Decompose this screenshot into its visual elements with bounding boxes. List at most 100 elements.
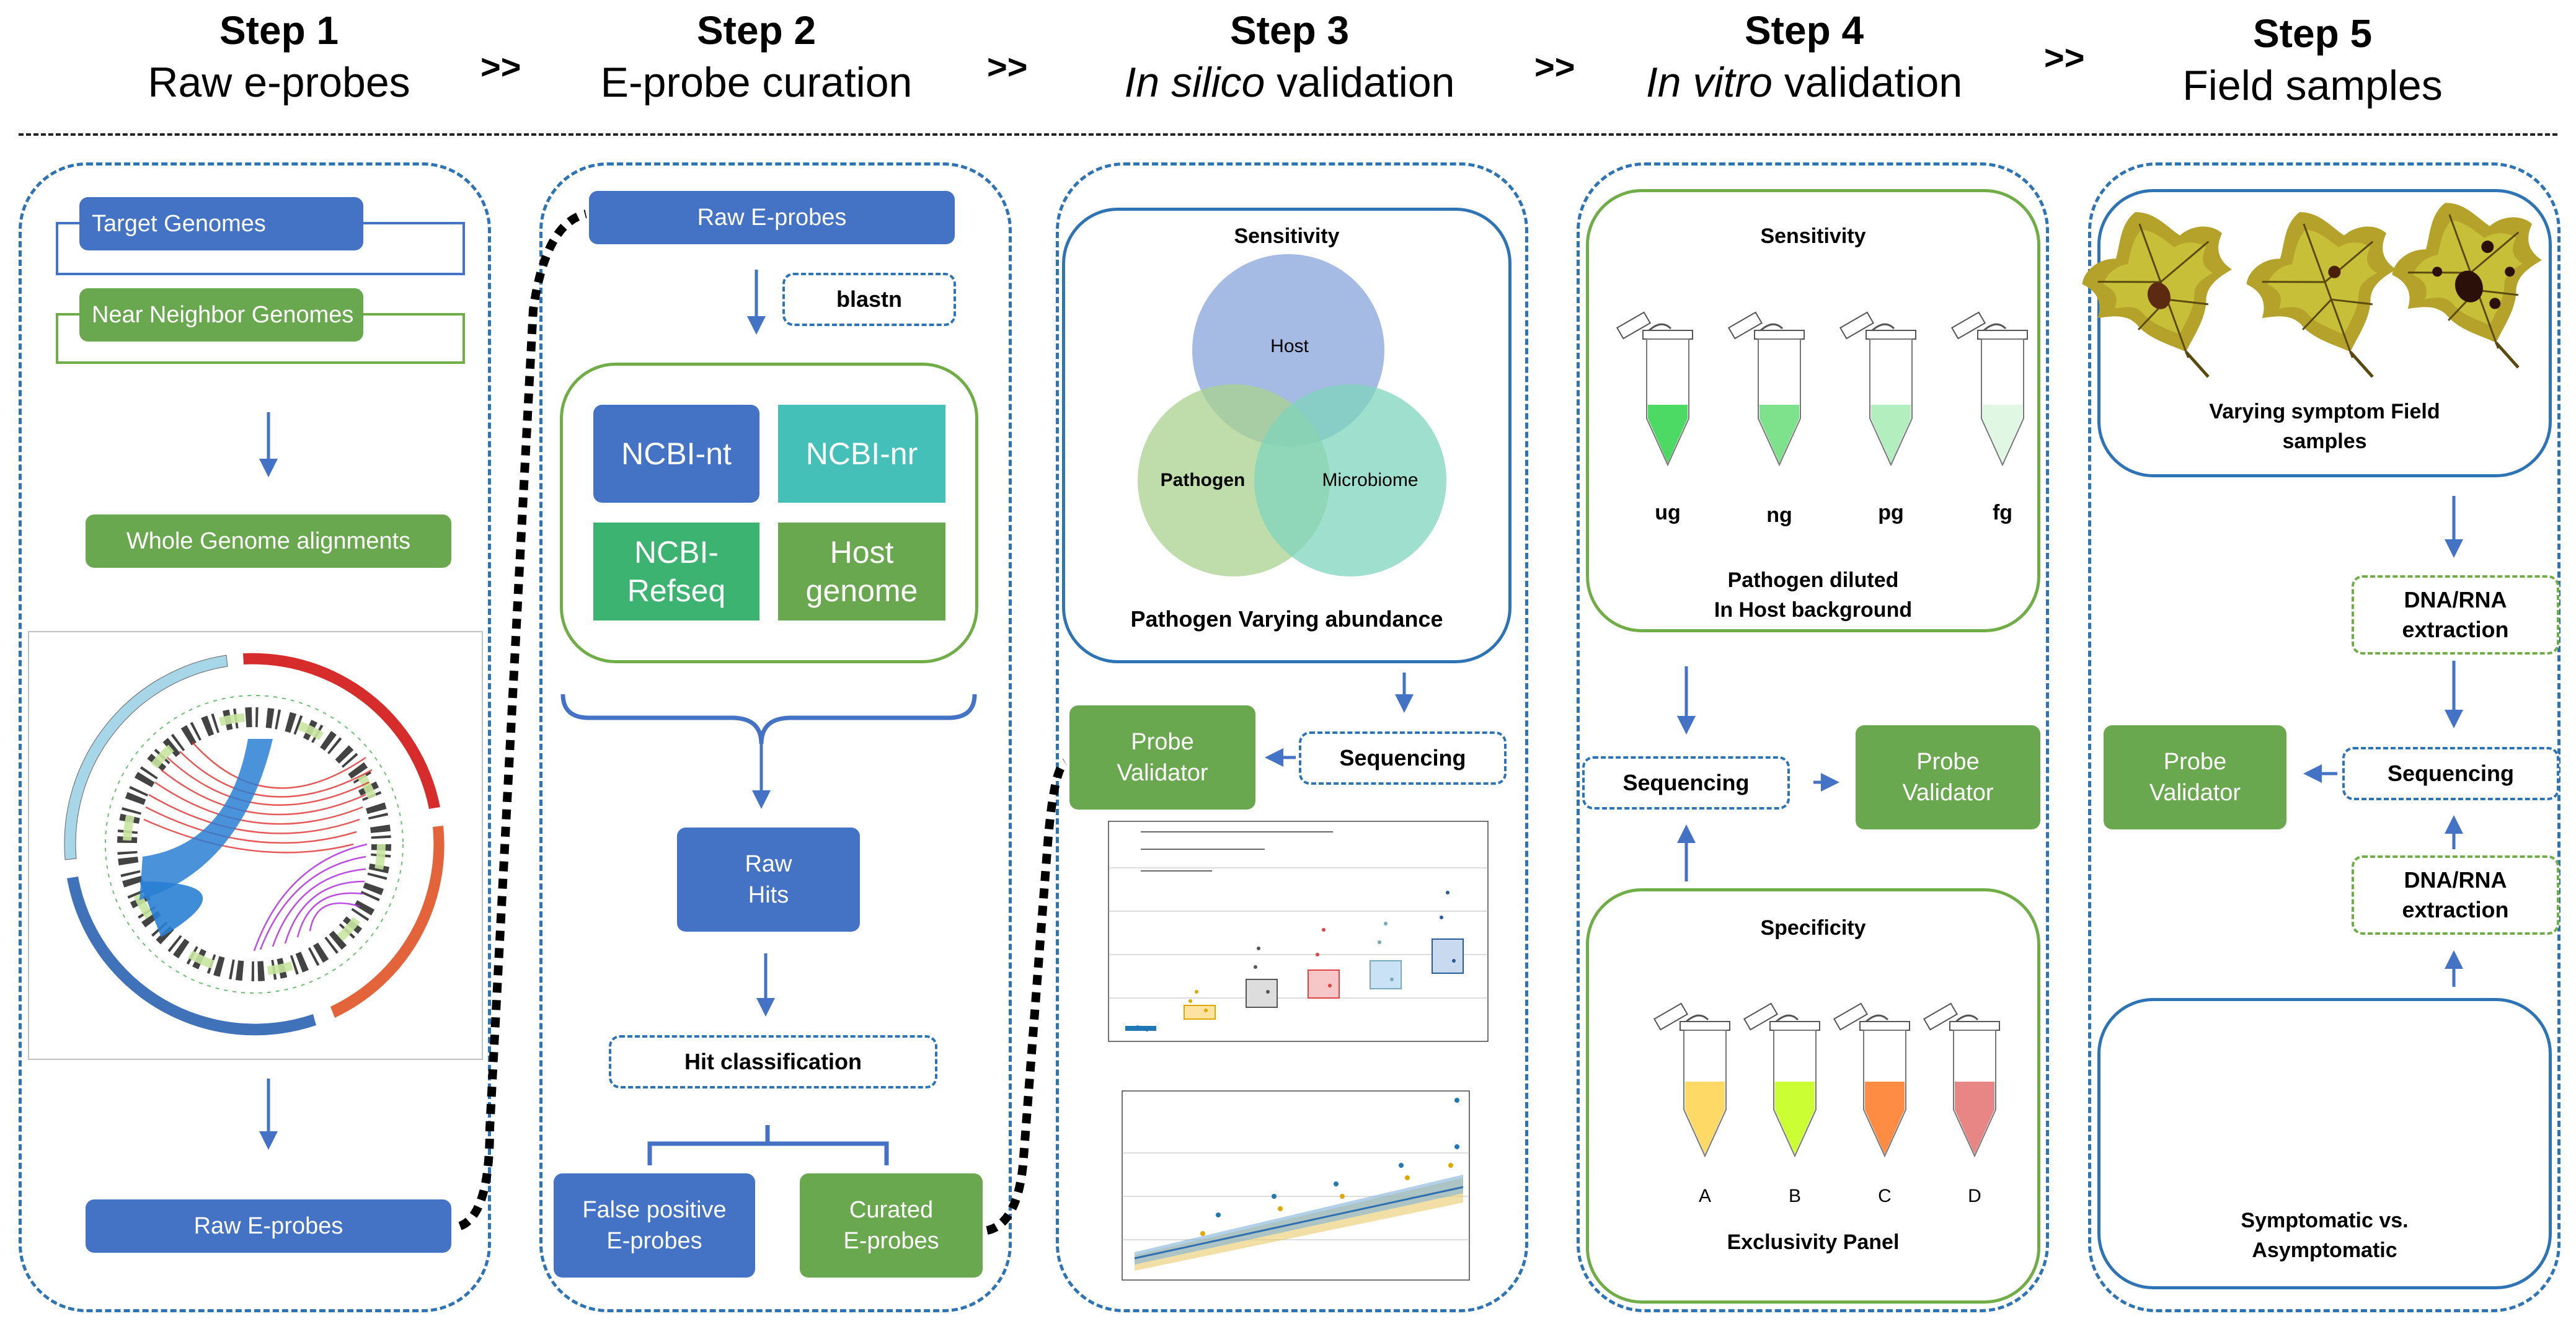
header-divider xyxy=(19,133,2557,136)
separator-2: >> xyxy=(987,47,1028,86)
circos-plot-frame xyxy=(28,631,483,1060)
step5-panel xyxy=(2088,162,2561,1312)
raw-hits-box: Raw Hits xyxy=(677,828,860,932)
pathogen-diluted-label: Pathogen diluted In Host background xyxy=(1586,565,2040,625)
separator-1: >> xyxy=(480,47,521,86)
step5-number: Step 5 xyxy=(2252,11,2373,56)
pathogen-diluted-line1: Pathogen diluted xyxy=(1727,568,1899,592)
panel-letter-b: B xyxy=(1788,1186,1801,1206)
panel-letter-c: C xyxy=(1878,1186,1892,1206)
venn-microbiome-label: Microbiome xyxy=(1322,470,1419,490)
specificity-label: Specificity xyxy=(1760,916,1866,940)
host-genome-box: Host genome xyxy=(778,523,945,620)
step3-title: Step 3 In silico validation xyxy=(1011,6,1569,110)
step4-subtitle: In vitro validation xyxy=(1645,59,1963,106)
boxplot-chart xyxy=(1108,821,1489,1042)
symptomatic-line2: Asymptomatic xyxy=(2252,1238,2397,1262)
dna-top-line2: extraction xyxy=(2402,617,2509,642)
step1-subtitle: Raw e-probes xyxy=(148,59,410,106)
symptomatic-label: Symptomatic vs. Asymptomatic xyxy=(2097,1206,2552,1265)
unit-ug: ug xyxy=(1655,501,1681,524)
near-bracket-left xyxy=(56,313,58,364)
step2-number: Step 2 xyxy=(696,8,817,53)
step4-probe-validator-box: Probe Validator xyxy=(1856,725,2040,829)
step2-raw-eprobes-box: Raw E-probes xyxy=(589,191,955,244)
field-samples-line2: samples xyxy=(2282,430,2367,453)
curated-line2: E-probes xyxy=(843,1228,939,1254)
step5-validator-line1: Probe xyxy=(2163,749,2227,775)
step3-sequencing-box: Sequencing xyxy=(1299,731,1507,785)
panel-letter-d: D xyxy=(1968,1186,1981,1206)
target-bracket-left xyxy=(56,222,58,275)
near-neighbor-genomes-box: Near Neighbor Genomes xyxy=(79,288,363,342)
field-samples-line1: Varying symptom Field xyxy=(2209,400,2440,423)
dna-rna-extraction-top-box: DNA/RNA extraction xyxy=(2352,575,2559,655)
ncbi-refseq-line2: Refseq xyxy=(627,573,726,608)
step5-probe-validator-box: Probe Validator xyxy=(2104,725,2286,829)
ncbi-nt-box: NCBI-nt xyxy=(593,405,759,503)
step4-validator-line1: Probe xyxy=(1916,749,1980,775)
step3-validator-line2: Validator xyxy=(1117,760,1208,786)
step1-title: Step 1 Raw e-probes xyxy=(0,6,558,110)
false-positive-eprobes-box: False positive E-probes xyxy=(554,1173,755,1278)
field-samples-label: Varying symptom Field samples xyxy=(2097,397,2552,456)
target-genomes-box: Target Genomes xyxy=(79,197,363,250)
step5-sequencing-box: Sequencing xyxy=(2342,747,2559,800)
host-genome-line2: genome xyxy=(805,573,918,608)
scatter-chart xyxy=(1122,1090,1470,1281)
dna-bottom-line2: extraction xyxy=(2402,897,2509,922)
unit-ng: ng xyxy=(1766,503,1792,527)
venn-pathogen-label: Pathogen xyxy=(1160,470,1246,490)
blastn-box: blastn xyxy=(782,273,956,326)
dna-rna-extraction-bottom-box: DNA/RNA extraction xyxy=(2352,855,2559,935)
step3-sensitivity-label: Sensitivity xyxy=(1234,224,1340,248)
step2-panel xyxy=(539,162,1012,1312)
step4-sensitivity-label: Sensitivity xyxy=(1760,224,1866,248)
step5-subtitle: Field samples xyxy=(2182,62,2443,109)
step3-panel xyxy=(1056,162,1528,1312)
separator-4: >> xyxy=(2044,38,2085,77)
whole-genome-alignments-box: Whole Genome alignments xyxy=(86,514,451,568)
ncbi-refseq-box: NCBI- Refseq xyxy=(593,523,759,620)
false-positive-line2: E-probes xyxy=(606,1228,702,1254)
step4-title: Step 4 In vitro validation xyxy=(1525,6,2083,110)
dna-bottom-line1: DNA/RNA xyxy=(2404,867,2507,893)
panel-letter-a: A xyxy=(1698,1186,1711,1206)
unit-pg: pg xyxy=(1878,501,1904,524)
raw-hits-line2: Hits xyxy=(748,882,789,908)
step1-raw-eprobes-box: Raw E-probes xyxy=(86,1199,451,1253)
step3-number: Step 3 xyxy=(1229,8,1350,53)
raw-hits-line1: Raw xyxy=(745,851,792,877)
dna-top-line1: DNA/RNA xyxy=(2404,587,2507,612)
step1-panel xyxy=(19,162,491,1312)
separator-3: >> xyxy=(1534,47,1575,86)
exclusivity-panel-label: Exclusivity Panel xyxy=(1727,1230,1900,1254)
step2-title: Step 2 E-probe curation xyxy=(477,6,1035,110)
step5-validator-line2: Validator xyxy=(2149,780,2241,806)
symptomatic-line1: Symptomatic vs. xyxy=(2241,1209,2409,1232)
step3-validator-line1: Probe xyxy=(1131,729,1194,755)
step1-number: Step 1 xyxy=(219,8,339,53)
pathogen-varying-abundance-label: Pathogen Varying abundance xyxy=(1130,606,1443,632)
step4-validator-line2: Validator xyxy=(1902,780,1994,806)
unit-fg: fg xyxy=(1992,501,2013,524)
step4-panel xyxy=(1577,162,2049,1312)
host-genome-line1: Host xyxy=(830,535,894,570)
step4-sequencing-box: Sequencing xyxy=(1582,756,1790,810)
step2-subtitle: E-probe curation xyxy=(600,59,913,106)
step3-subtitle: In silico validation xyxy=(1124,59,1455,106)
ncbi-refseq-line1: NCBI- xyxy=(634,535,719,570)
curated-eprobes-box: Curated E-probes xyxy=(800,1173,983,1278)
curated-line1: Curated xyxy=(849,1197,934,1223)
step5-title: Step 5 Field samples xyxy=(2034,9,2576,113)
step4-number: Step 4 xyxy=(1744,8,1864,53)
venn-host-label: Host xyxy=(1270,336,1309,356)
false-positive-line1: False positive xyxy=(582,1197,727,1223)
hit-classification-box: Hit classification xyxy=(609,1035,937,1088)
